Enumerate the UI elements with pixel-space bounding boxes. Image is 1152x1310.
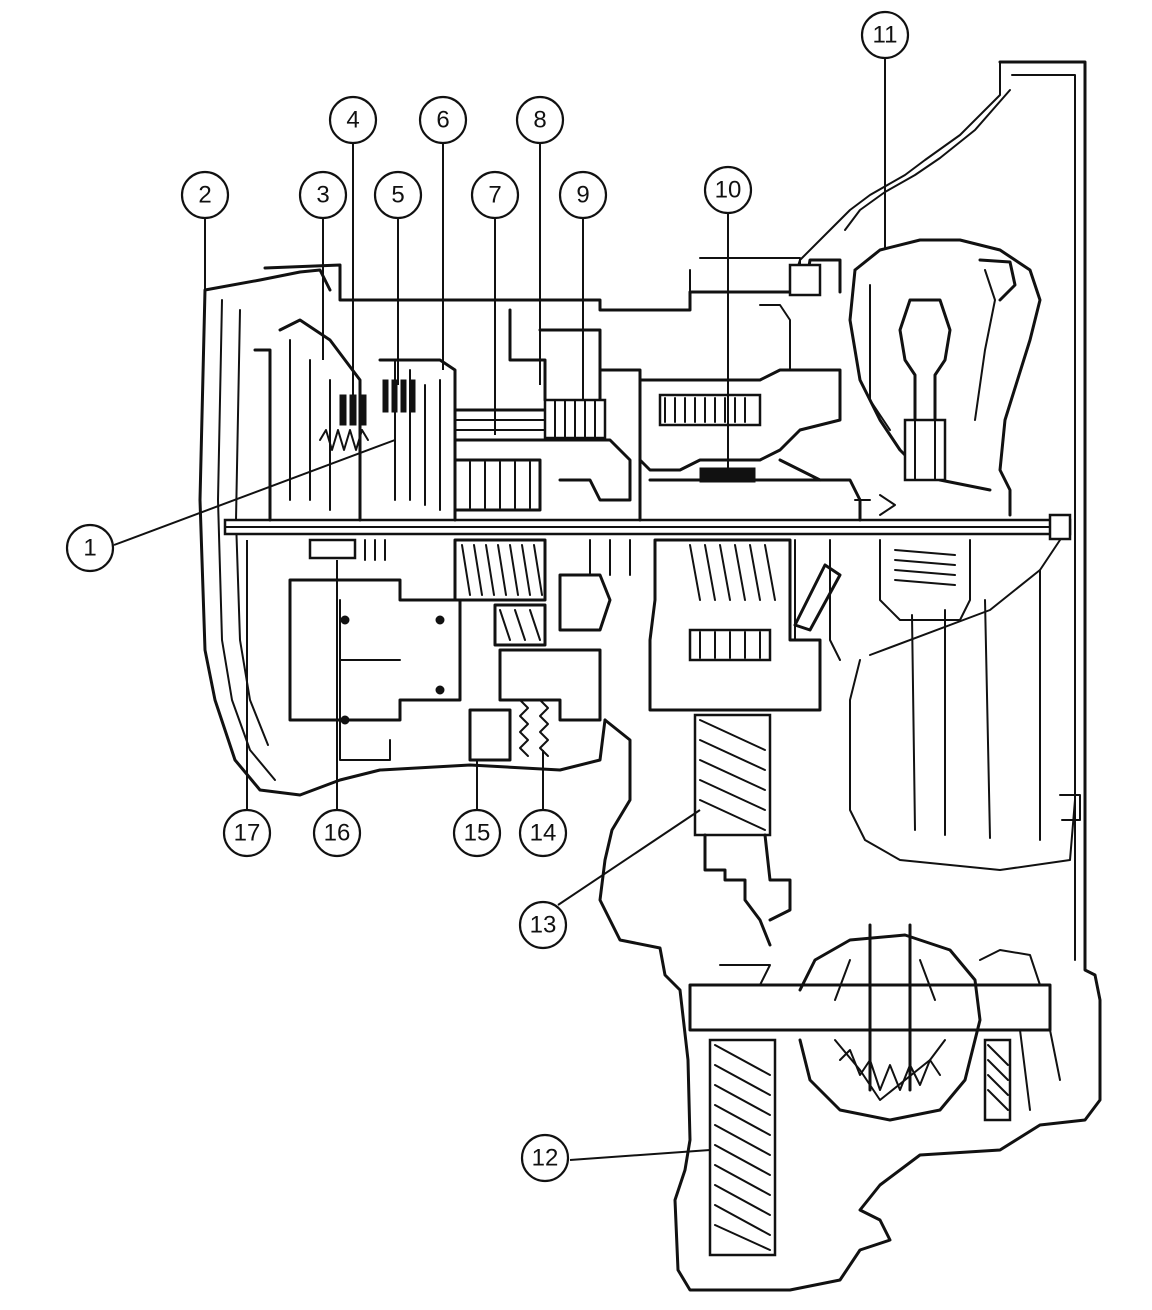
- callout-16-label: 16: [324, 820, 351, 847]
- callout-16: 16: [312, 808, 362, 858]
- callout-8: 8: [515, 95, 565, 145]
- callout-3-label: 3: [316, 182, 329, 209]
- callout-14-label: 14: [530, 820, 557, 847]
- center-support-housing: [638, 263, 862, 522]
- callout-7: 7: [470, 170, 520, 220]
- callout-13-label: 13: [530, 912, 557, 939]
- callout-12: 12: [520, 1133, 570, 1183]
- callout-17: 17: [222, 808, 272, 858]
- callout-6-label: 6: [436, 107, 449, 134]
- callout-10: 10: [703, 165, 753, 215]
- callout-13: 13: [518, 900, 568, 950]
- callout-11: 11: [860, 10, 910, 60]
- oil-pump-assembly: [848, 238, 1042, 517]
- callout-2-label: 2: [198, 182, 211, 209]
- clutch-discs: [339, 379, 416, 426]
- callout-9: 9: [558, 170, 608, 220]
- transfer-gear-assembly: [648, 538, 971, 947]
- clutch-pack-assembly: [253, 308, 642, 522]
- callout-5-label: 5: [391, 182, 404, 209]
- lower-gear-train: [288, 538, 631, 762]
- callout-8-label: 8: [533, 107, 546, 134]
- callout-6: 6: [418, 95, 468, 145]
- callout-4: 4: [328, 95, 378, 145]
- callout-3: 3: [298, 170, 348, 220]
- transaxle-housing: [198, 60, 1102, 1292]
- callout-9-label: 9: [576, 182, 589, 209]
- callout-4-label: 4: [346, 107, 359, 134]
- callout-15: 15: [452, 808, 502, 858]
- callout-14: 14: [518, 808, 568, 858]
- callout-5: 5: [373, 170, 423, 220]
- callout-2: 2: [180, 170, 230, 220]
- differential-assembly: [688, 923, 1061, 1257]
- callout-1-label: 1: [83, 535, 96, 562]
- callout-1: 1: [65, 523, 115, 573]
- main-shaft: [223, 513, 1072, 541]
- callout-7-label: 7: [488, 182, 501, 209]
- callout-10-label: 10: [715, 177, 742, 204]
- callout-12-label: 12: [532, 1145, 559, 1172]
- callout-17-label: 17: [234, 820, 261, 847]
- callout-11-label: 11: [873, 22, 898, 49]
- leader-lines: [113, 58, 886, 1161]
- callout-15-label: 15: [464, 820, 491, 847]
